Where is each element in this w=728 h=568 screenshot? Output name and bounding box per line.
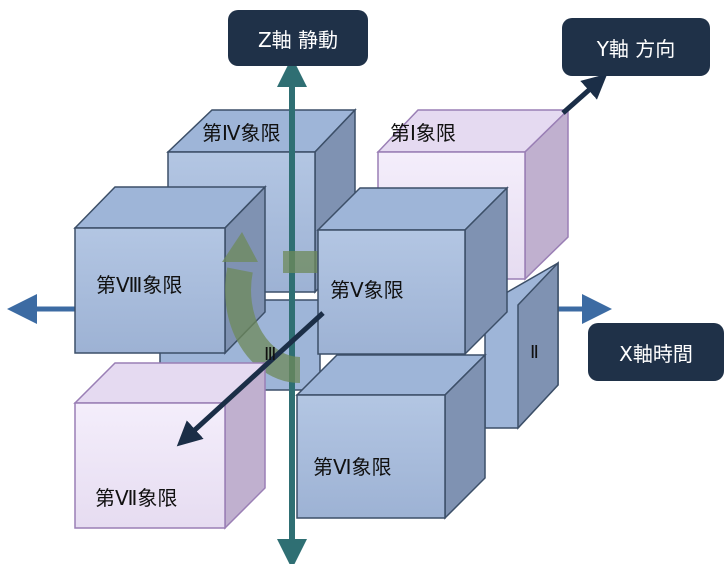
rotation-arrow xyxy=(222,232,318,383)
quadrant-8-label: 第Ⅷ象限 xyxy=(96,273,182,297)
cube-quadrant-6 xyxy=(295,353,487,520)
y-axis-positive xyxy=(561,73,608,115)
quadrant-4-label: 第Ⅳ象限 xyxy=(202,121,280,145)
quadrant-1-label: 第Ⅰ象限 xyxy=(390,121,456,145)
quadrant-3-label: Ⅲ xyxy=(264,344,276,365)
quadrant-5-label: 第Ⅴ象限 xyxy=(330,278,404,302)
y-axis xyxy=(176,311,325,447)
quadrant-7-label: 第Ⅶ象限 xyxy=(95,486,177,510)
quadrant-6-label: 第Ⅵ象限 xyxy=(313,455,391,479)
cube-quadrant-8 xyxy=(73,185,267,355)
quadrant-2-label: Ⅱ xyxy=(530,342,539,363)
y-axis-label: Y軸 方向 xyxy=(562,18,710,76)
cube-quadrant-5 xyxy=(316,186,509,356)
z-axis-label: Z軸 静動 xyxy=(228,10,368,66)
x-axis-label: X軸時間 xyxy=(588,323,724,381)
cube-quadrant-7 xyxy=(73,361,267,530)
